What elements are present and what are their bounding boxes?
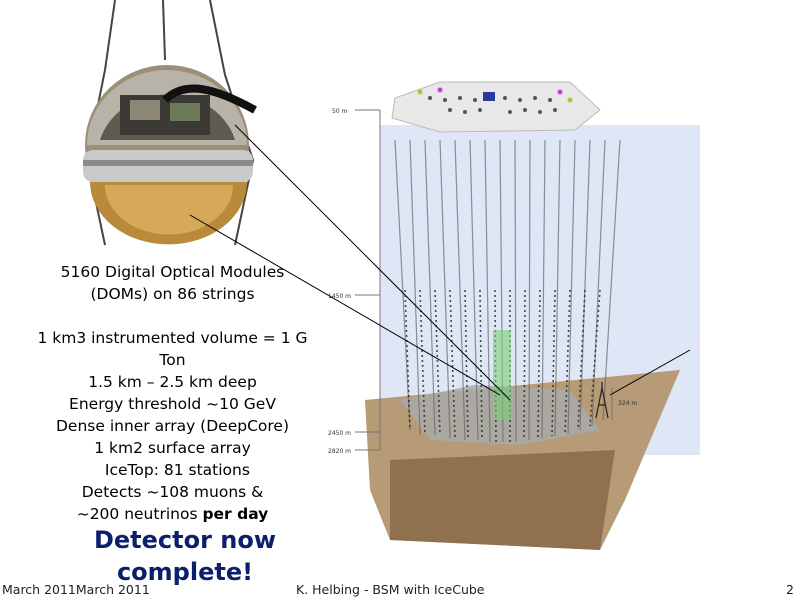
footer-date: March 2011March 2011 (2, 582, 150, 597)
depth-label: 324 m (618, 400, 637, 407)
digital-optical-module-image (83, 0, 257, 246)
desc-line: IceTop: 81 stations (95, 461, 250, 479)
headline-line-1: Detector now (93, 526, 277, 554)
deepcore-region (493, 330, 511, 420)
desc-line: (DOMs) on 86 strings (90, 285, 255, 303)
desc-line: Dense inner array (DeepCore) (55, 417, 289, 435)
depth-label: 1450 m (328, 293, 351, 300)
depth-label: 2450 m (328, 430, 351, 437)
desc-line (0, 305, 345, 327)
description-text: 5160 Digital Optical Modules (DOMs) on 8… (0, 261, 345, 525)
desc-line: 1.5 km – 2.5 km deep (88, 373, 257, 391)
desc-line: 1 km2 surface array (94, 439, 251, 457)
desc-line: Energy threshold ~10 GeV (69, 395, 276, 413)
footer-title: K. Helbing - BSM with IceCube (296, 582, 485, 597)
desc-line-bold: per day (202, 505, 269, 523)
depth-label: 50 m (332, 108, 348, 115)
desc-line: Ton (159, 351, 186, 369)
depth-label: 2820 m (328, 448, 351, 455)
desc-line-last: ~200 neutrinos per day (0, 503, 345, 525)
desc-line-prefix: ~200 neutrinos (76, 505, 203, 523)
desc-line: 5160 Digital Optical Modules (60, 263, 285, 281)
headline-line-2: complete! (116, 558, 254, 586)
desc-line: Detects ~108 muons & (81, 483, 264, 501)
icecube-detector-diagram: 50 m 1450 m 2450 m 2820 m 324 m (328, 81, 700, 550)
desc-line: 1 km3 instrumented volume = 1 G (37, 329, 308, 347)
eiffel-tower-icon (595, 382, 609, 419)
page-number: 2 (786, 582, 794, 597)
surface-array (391, 81, 601, 133)
